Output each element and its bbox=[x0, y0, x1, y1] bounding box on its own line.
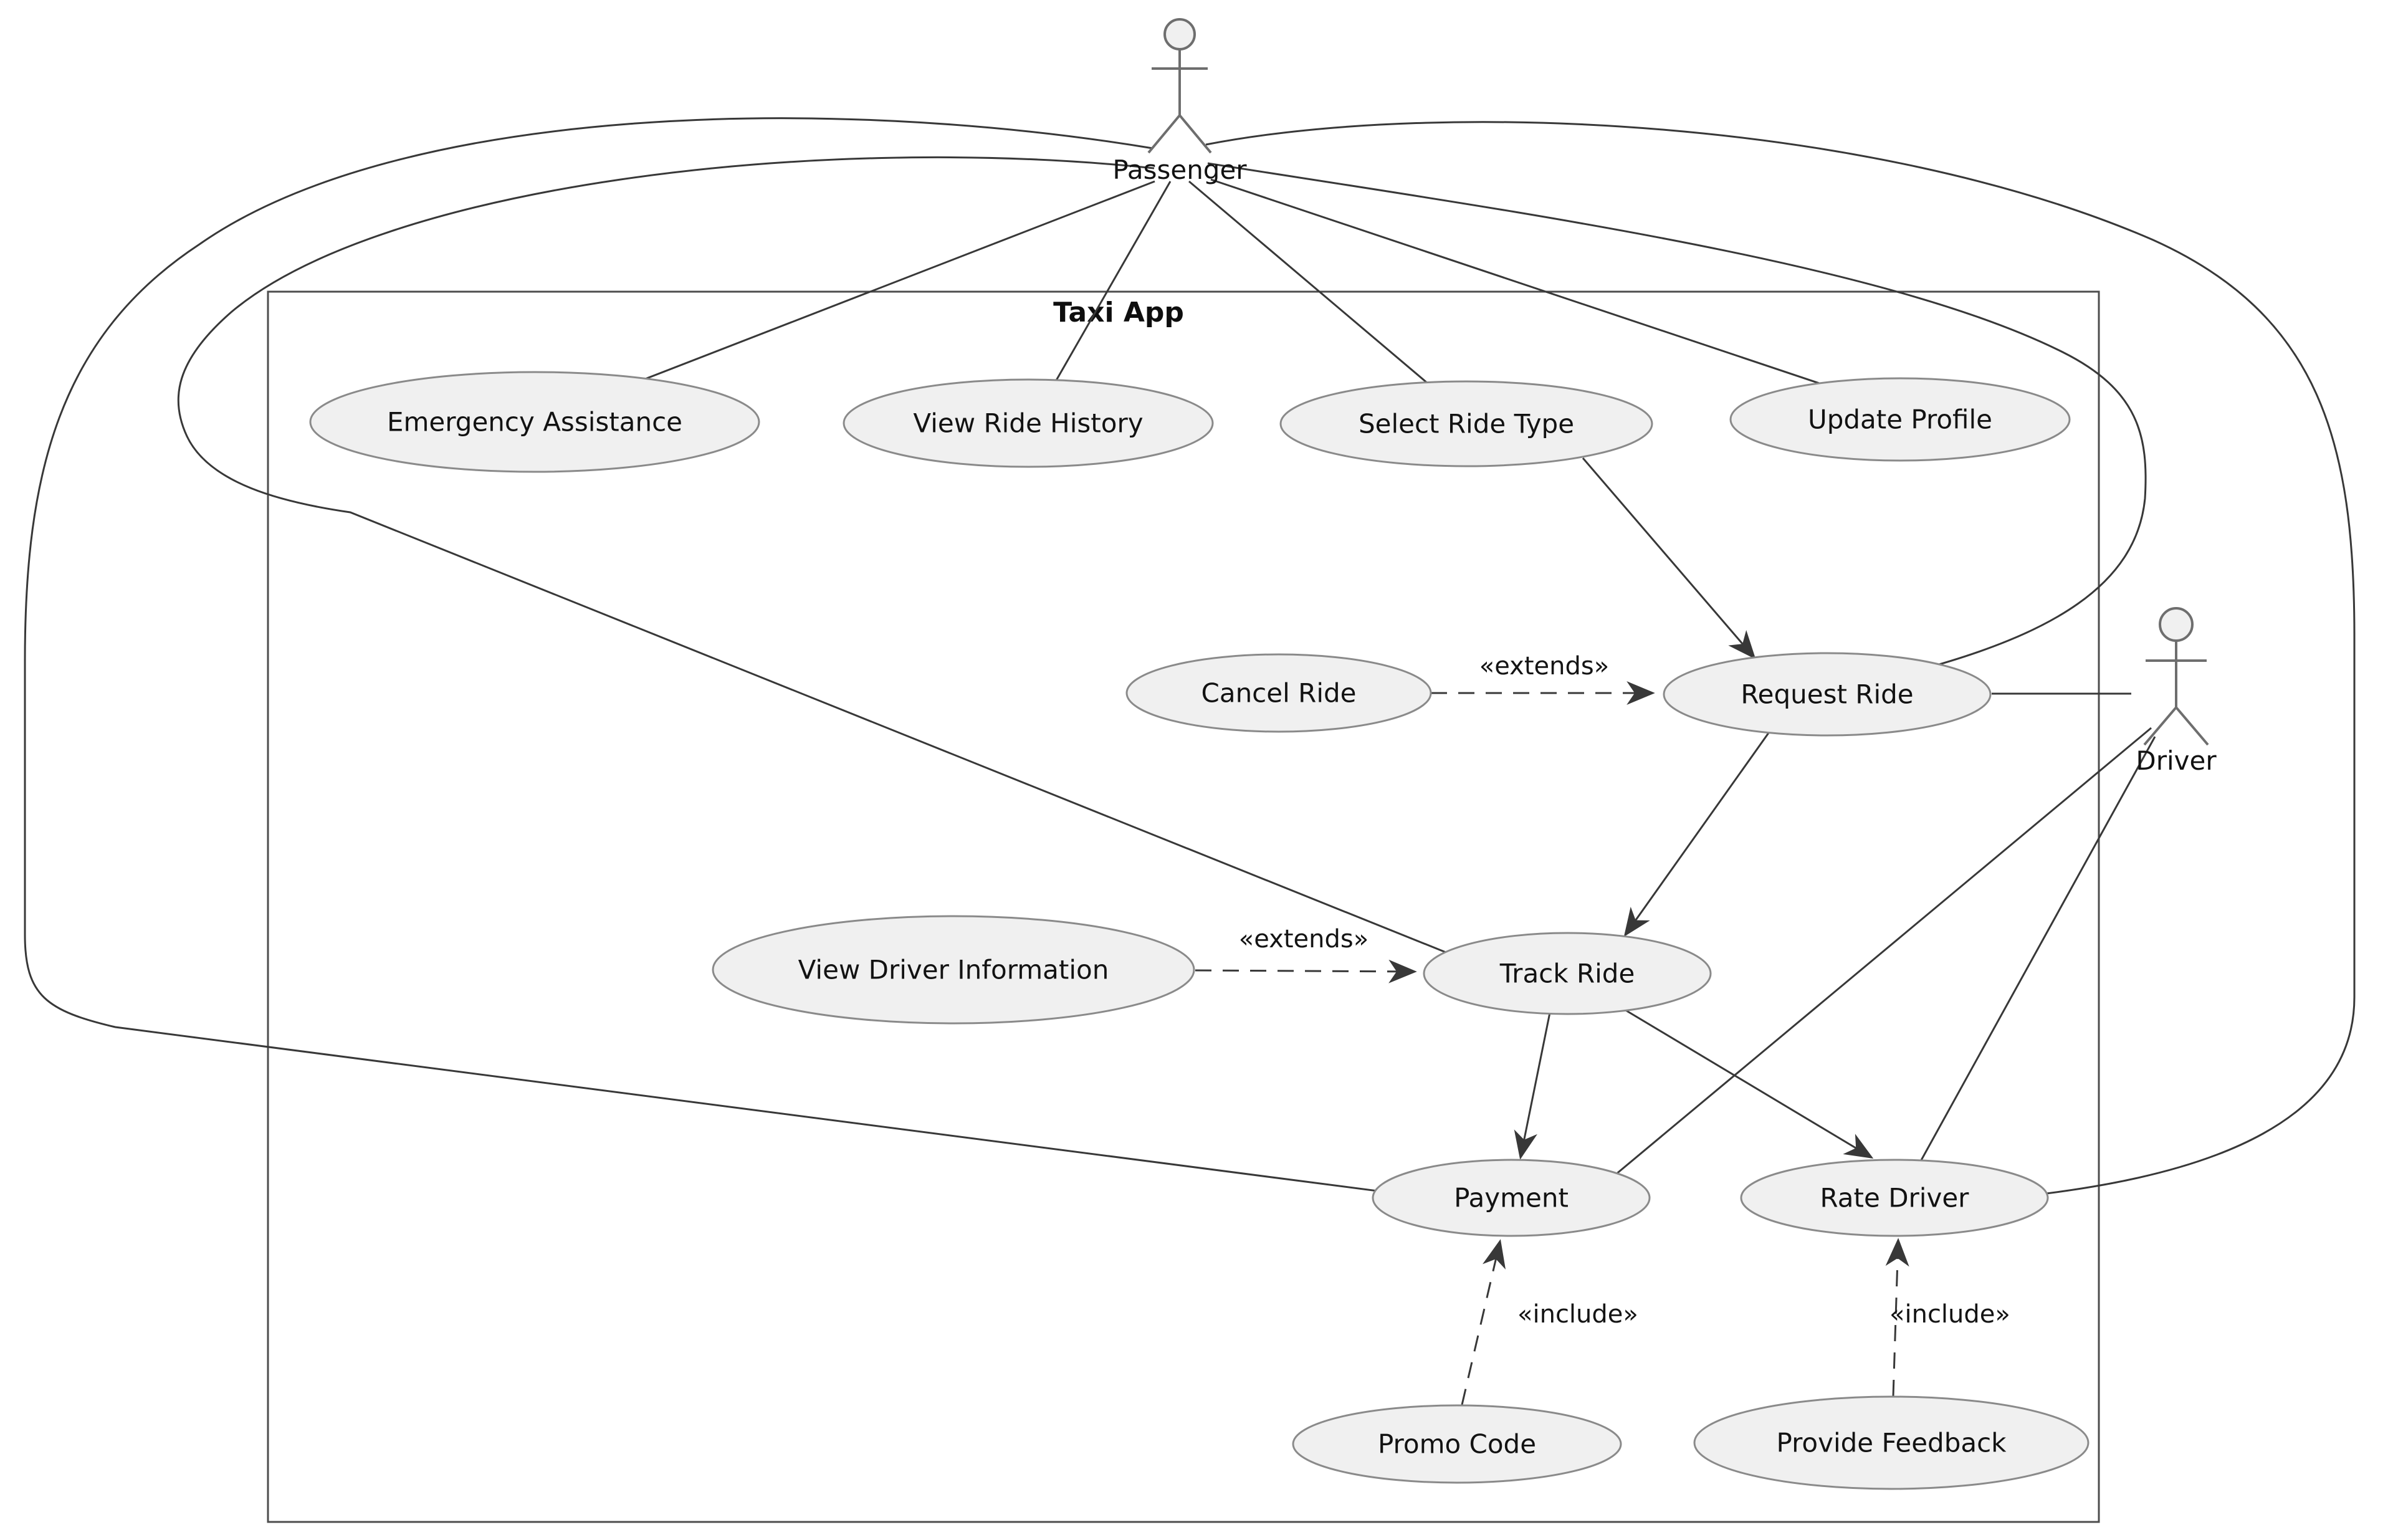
edge-passenger-payment bbox=[24, 117, 1421, 1198]
actor-driver-head-icon bbox=[2159, 607, 2194, 642]
usecase-update-profile: Update Profile bbox=[1729, 377, 2071, 462]
usecase-ellipse bbox=[1663, 652, 1992, 737]
edge-passenger-view-ride-history bbox=[1043, 181, 1172, 403]
system-boundary-taxi-app bbox=[267, 290, 2100, 1523]
usecase-label: Emergency Assistance bbox=[387, 407, 682, 438]
usecase-label: View Ride History bbox=[913, 408, 1143, 439]
usecase-ellipse bbox=[1372, 1159, 1651, 1237]
actor-driver: Driver bbox=[2136, 607, 2217, 776]
usecase-select-ride-type: Select Ride Type bbox=[1279, 380, 1653, 467]
extends-label-cancel-ride: «extends» bbox=[1479, 652, 1609, 681]
usecase-ellipse bbox=[1292, 1404, 1622, 1484]
usecase-cancel-ride: Cancel Ride bbox=[1125, 653, 1432, 733]
usecase-ellipse bbox=[843, 378, 1214, 468]
usecase-ellipse bbox=[1693, 1395, 2090, 1490]
actor-driver-label: Driver bbox=[2136, 745, 2217, 776]
usecase-ellipse bbox=[712, 915, 1195, 1025]
edge-request-ride-track-ride bbox=[1623, 732, 1770, 937]
actor-passenger: Passenger bbox=[1112, 18, 1247, 185]
usecase-ellipse bbox=[1729, 377, 2071, 462]
usecase-label: Promo Code bbox=[1378, 1429, 1536, 1460]
usecase-emergency-assistance: Emergency Assistance bbox=[309, 371, 760, 473]
usecase-payment: Payment bbox=[1372, 1159, 1651, 1237]
usecase-ellipse bbox=[1423, 932, 1712, 1015]
usecase-view-ride-history: View Ride History bbox=[843, 378, 1214, 468]
actor-passenger-label: Passenger bbox=[1112, 155, 1247, 185]
edge-passenger-select-ride-type bbox=[1188, 180, 1453, 405]
include-label-provide-feedback: «include» bbox=[1889, 1300, 2010, 1329]
usecase-label: Select Ride Type bbox=[1359, 409, 1574, 439]
edge-select-ride-type-request-ride bbox=[1582, 457, 1756, 659]
usecase-label: Track Ride bbox=[1499, 959, 1635, 989]
actor-passenger-leg-left bbox=[1147, 114, 1181, 154]
usecase-label: Cancel Ride bbox=[1201, 678, 1357, 709]
system-boundary-title: Taxi App bbox=[1053, 297, 1184, 328]
edge-passenger-track-ride bbox=[177, 156, 1465, 961]
usecase-label: Provide Feedback bbox=[1776, 1428, 2007, 1458]
actor-passenger-head-icon bbox=[1163, 18, 1196, 50]
usecase-rate-driver: Rate Driver bbox=[1740, 1159, 2049, 1237]
edge-promo-code-include-payment bbox=[1461, 1239, 1506, 1405]
include-label-promo-code: «include» bbox=[1517, 1300, 1638, 1329]
usecase-ellipse bbox=[1125, 653, 1432, 733]
actor-driver-leg-left bbox=[2143, 706, 2177, 746]
actor-driver-leg-right bbox=[2175, 706, 2209, 746]
actor-passenger-leg-right bbox=[1178, 114, 1212, 154]
usecase-ellipse bbox=[309, 371, 760, 473]
edge-view-driver-information-extends-track-ride bbox=[1195, 959, 1417, 983]
edge-passenger-emergency-assistance bbox=[585, 180, 1155, 403]
usecase-track-ride: Track Ride bbox=[1423, 932, 1712, 1015]
usecase-provide-feedback: Provide Feedback bbox=[1693, 1395, 2090, 1490]
usecase-label: View Driver Information bbox=[798, 955, 1109, 985]
extends-label-view-driver-information: «extends» bbox=[1239, 925, 1368, 954]
usecase-ellipse bbox=[1279, 380, 1653, 467]
usecase-label: Rate Driver bbox=[1820, 1183, 1970, 1213]
usecase-promo-code: Promo Code bbox=[1292, 1404, 1622, 1484]
edge-track-ride-payment bbox=[1514, 1012, 1551, 1160]
usecase-label: Request Ride bbox=[1741, 679, 1913, 710]
usecase-ellipse bbox=[1740, 1159, 2049, 1237]
usecase-view-driver-information: View Driver Information bbox=[712, 915, 1195, 1025]
edge-passenger-request-ride bbox=[1207, 162, 2147, 671]
usecase-label: Payment bbox=[1454, 1183, 1569, 1213]
usecase-label: Update Profile bbox=[1808, 404, 1992, 435]
edge-driver-payment bbox=[1607, 727, 2152, 1182]
edge-passenger-update-profile bbox=[1210, 178, 1870, 401]
edge-driver-rate-driver bbox=[1912, 736, 2156, 1175]
edge-track-ride-rate-driver bbox=[1624, 1008, 1874, 1159]
edge-passenger-rate-driver bbox=[1205, 121, 2356, 1198]
usecase-request-ride: Request Ride bbox=[1663, 652, 1992, 737]
